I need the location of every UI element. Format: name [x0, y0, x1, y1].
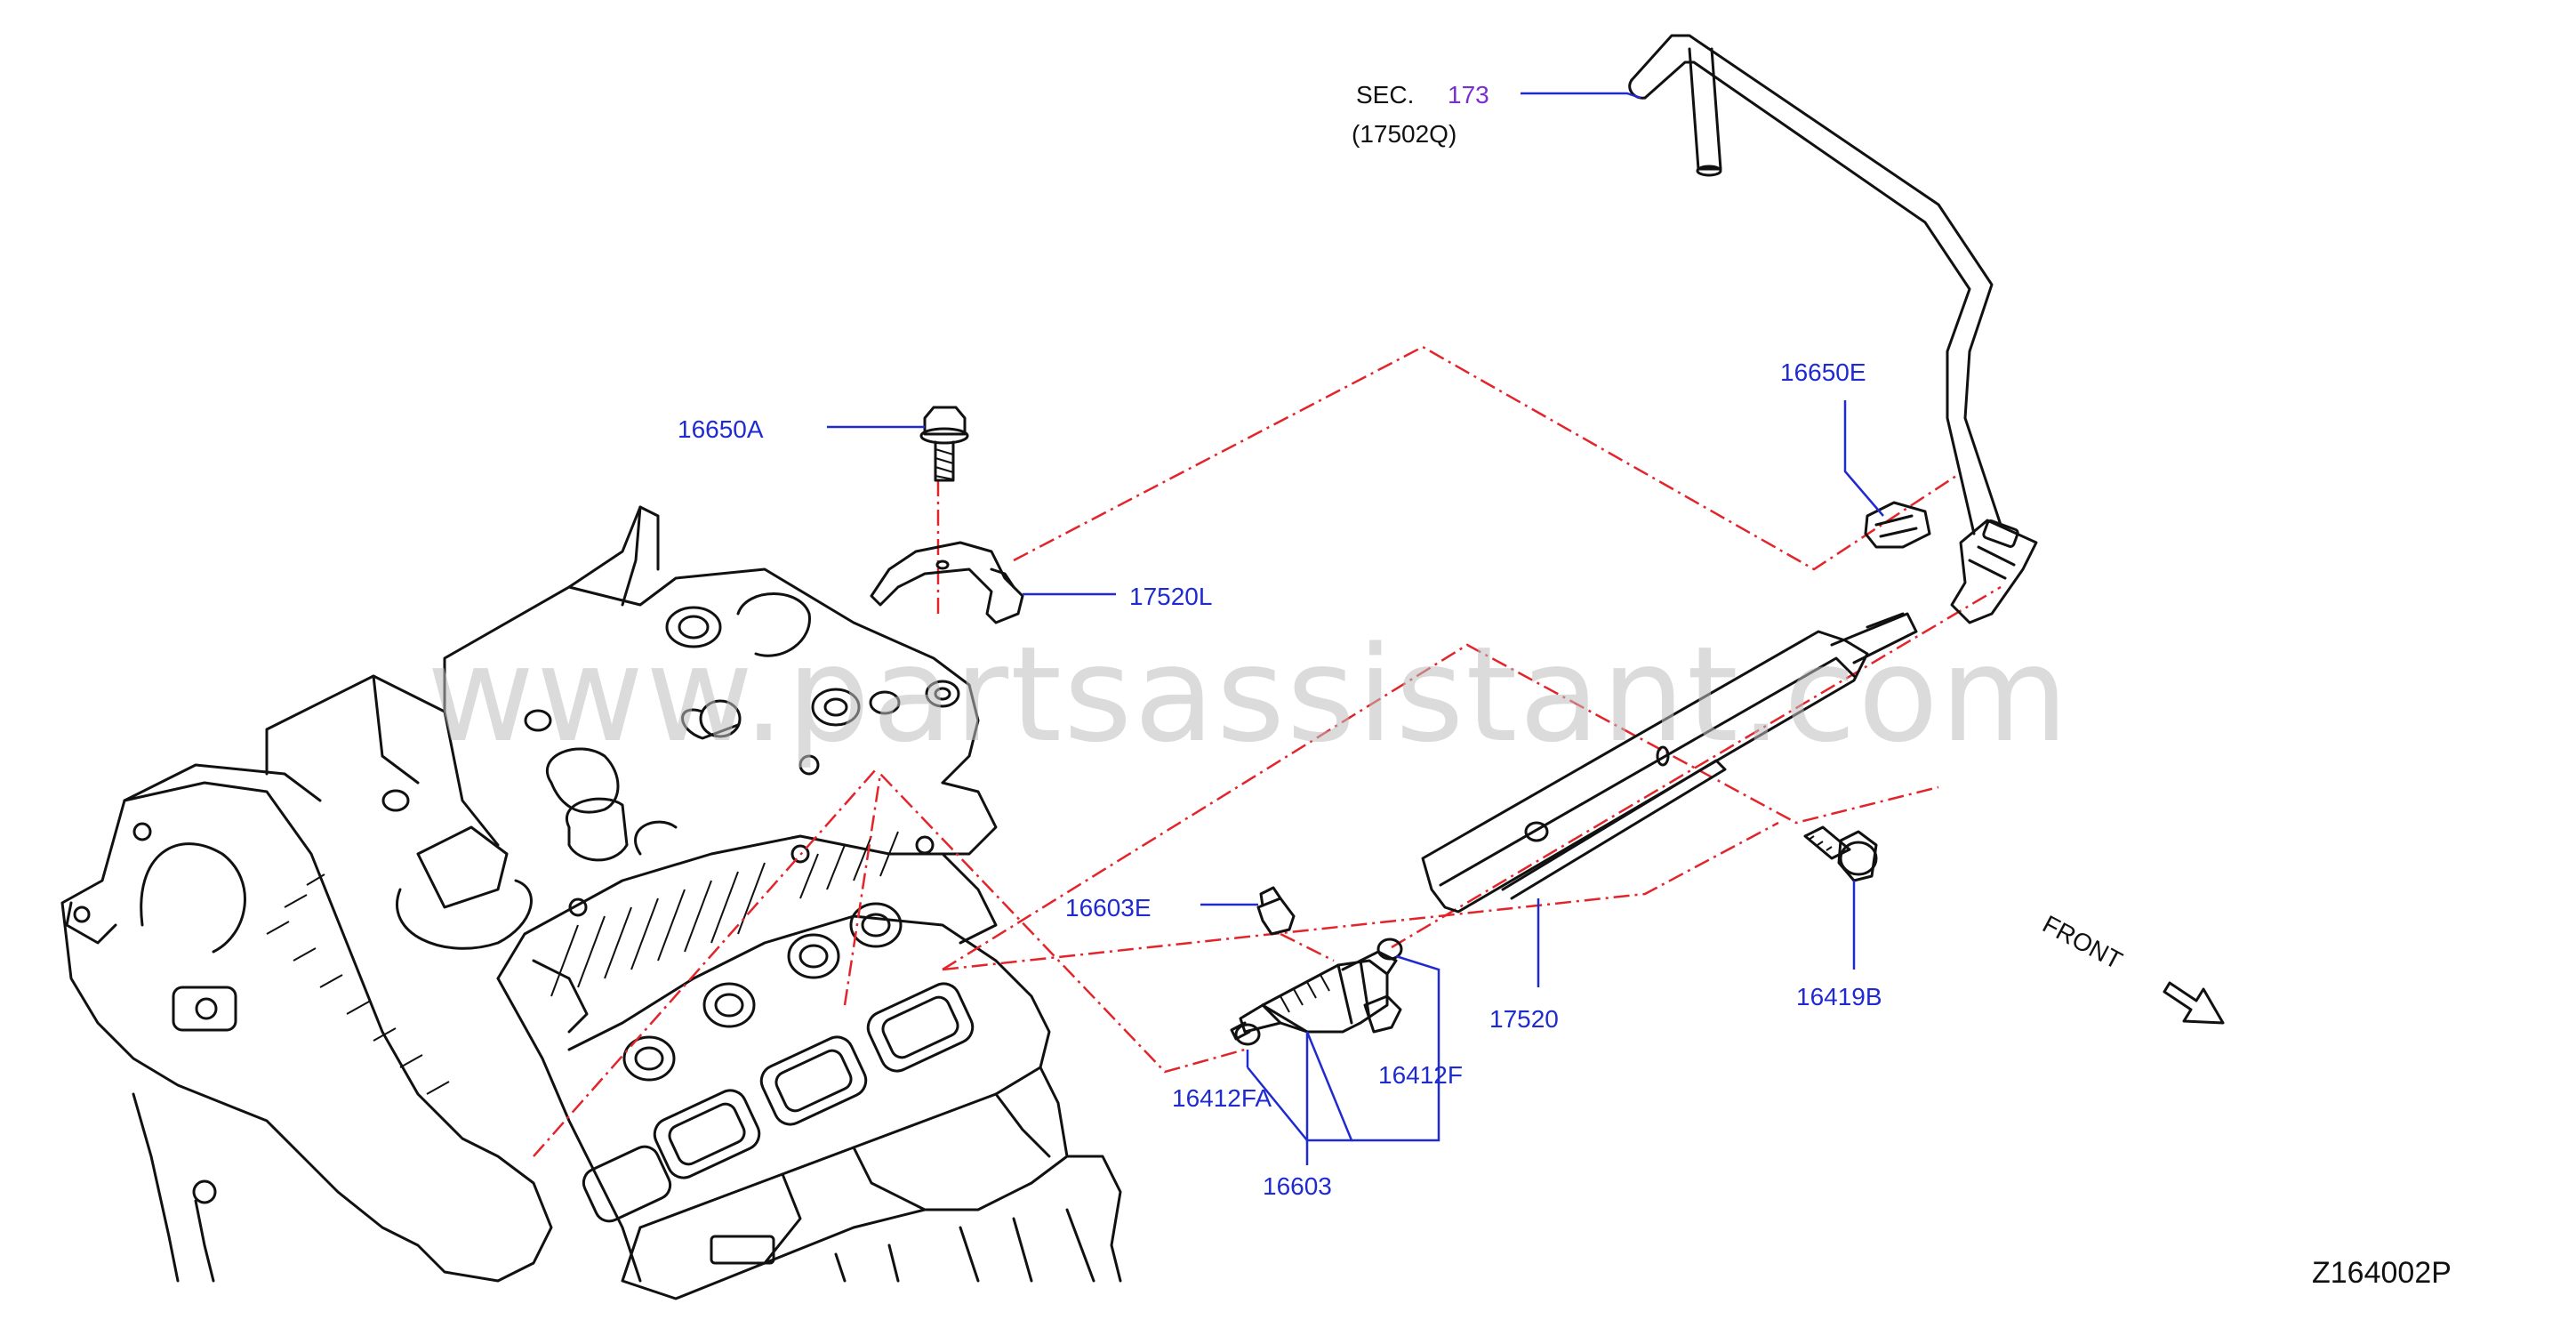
- part-label-16650E[interactable]: 16650E: [1780, 358, 1866, 386]
- front-direction-arrow: [2163, 981, 2225, 1025]
- part-16650A-drawing: [919, 406, 969, 482]
- sec-prefix-label: SEC.: [1356, 81, 1414, 109]
- assembly-reference-lines: [533, 345, 2002, 1157]
- diagram-code: Z164002P: [2312, 1256, 2452, 1290]
- part-labels: SEC. 173 (17502Q) 16650A 17520L 16650E 1…: [678, 81, 2452, 1290]
- front-label: FRONT: [2038, 910, 2127, 975]
- part-16650E-drawing: [1864, 501, 1931, 549]
- leader-sec-173: [1521, 92, 1641, 100]
- part-17520L-drawing: [870, 541, 1024, 624]
- leader-16650E: [1843, 400, 1884, 517]
- leader-lines: [827, 92, 1884, 1165]
- part-16603-injector-drawing: [1230, 886, 1403, 1046]
- part-label-16603E[interactable]: 16603E: [1065, 894, 1152, 922]
- sec-173-link[interactable]: 173: [1448, 81, 1489, 109]
- engine-cylinder-head-drawing: [60, 505, 1122, 1300]
- part-16419B-drawing: [1803, 825, 1878, 882]
- part-label-17520[interactable]: 17520: [1489, 1005, 1559, 1033]
- sec-sub-label: (17502Q): [1352, 120, 1457, 148]
- part-label-16412FA[interactable]: 16412FA: [1172, 1084, 1272, 1112]
- part-label-17520L[interactable]: 17520L: [1129, 583, 1212, 610]
- part-label-16650A[interactable]: 16650A: [678, 415, 764, 443]
- part-17520-fuel-rail-drawing: [1421, 612, 1918, 914]
- fuel-feed-tube-drawing: [1628, 34, 2038, 624]
- leader-16412F: [1352, 954, 1440, 1142]
- part-label-16603[interactable]: 16603: [1263, 1172, 1332, 1200]
- part-label-16412F[interactable]: 16412F: [1378, 1061, 1463, 1089]
- watermark-text: www.partsassistant.com: [427, 618, 2070, 771]
- part-label-16419B[interactable]: 16419B: [1796, 983, 1882, 1010]
